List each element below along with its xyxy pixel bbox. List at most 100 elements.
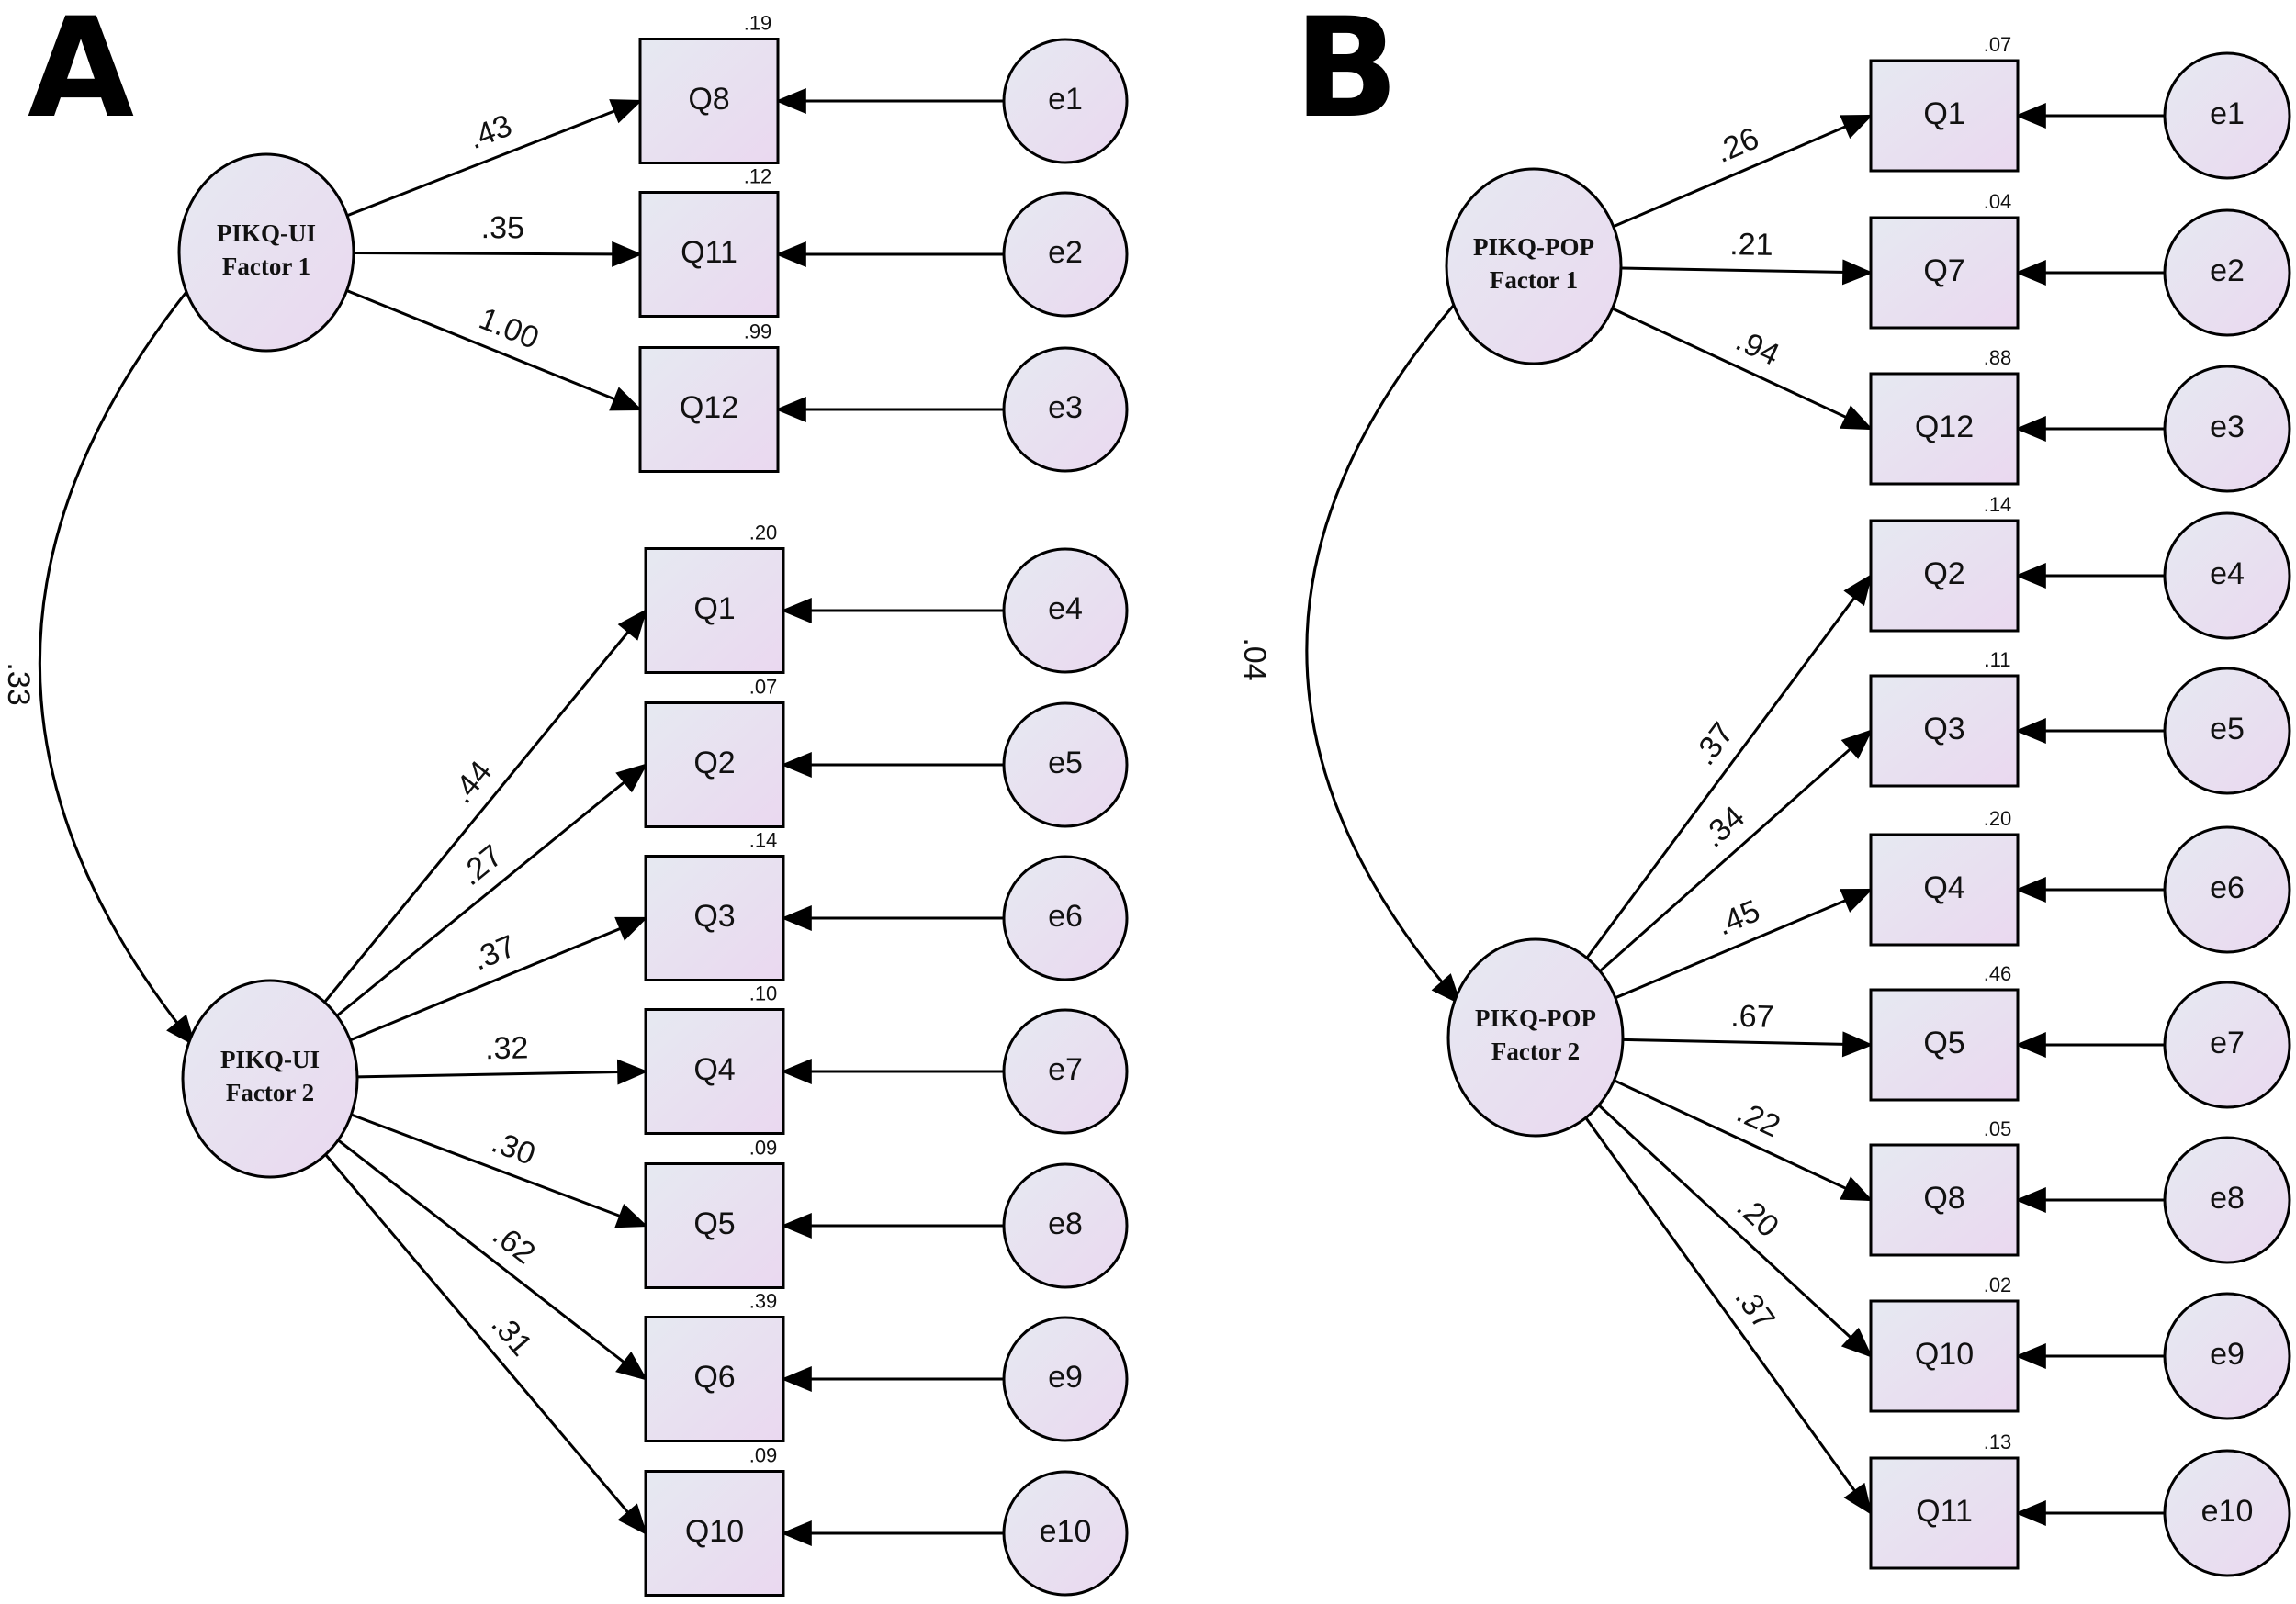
error-label: e4 [2210,556,2245,591]
loading-path [323,608,647,1004]
covariance-arc [1305,270,1487,1005]
loading-coefficient: .35 [481,210,524,245]
factor-subtitle: Factor 2 [1491,1038,1580,1065]
panel-label-B: B [1294,0,1399,149]
latent-factor-ellipse [177,152,355,353]
error-label: e5 [2210,712,2245,746]
observed-item-box [1869,216,2020,330]
error-term-circle [1002,1162,1129,1289]
loading-coefficient: .43 [464,108,517,157]
error-label: e3 [2210,409,2245,444]
nodes-layer [177,38,2291,1597]
latent-factor-ellipse [1446,937,1625,1138]
factor-name: PIKQ-UI [217,219,316,247]
r-squared-value: .09 [749,1136,778,1159]
r-squared-value: .88 [1984,346,2012,369]
edges-layer [38,88,2165,1546]
r-squared-value: .19 [744,11,772,34]
loading-path [350,1113,648,1228]
loading-path [346,99,643,218]
observed-item-box [1869,372,2020,486]
r-squared-value: .46 [1984,962,2012,985]
factor-subtitle: Factor 1 [222,252,310,280]
observed-item-box [1869,833,2020,947]
error-label: e1 [1048,82,1083,117]
panel-label-A: A [28,0,134,149]
observed-item-box [638,191,780,318]
error-label: e7 [1048,1052,1083,1087]
loading-coefficient: .34 [1696,800,1752,855]
loading-path [324,1153,647,1536]
covariance-arc [38,256,219,1047]
error-label: e2 [1048,235,1083,270]
r-squared-value: .07 [1984,33,2012,56]
error-term-circle [2163,365,2291,493]
item-label: Q5 [693,1206,735,1241]
error-label: e3 [1048,390,1083,425]
error-term-circle [1002,855,1129,981]
loading-path [1613,1079,1874,1202]
item-label: Q12 [680,390,738,425]
observed-item-box [1869,1456,2020,1570]
error-term-circle [2163,511,2291,640]
observed-item-box [1869,59,2020,173]
loading-coefficient: .37 [467,928,521,977]
item-label: Q2 [693,746,735,780]
error-term-circle [1002,547,1129,674]
error-label: e10 [2201,1494,2254,1529]
r-squared-value: .39 [749,1289,778,1312]
factor-subtitle: Factor 1 [1490,266,1578,294]
loading-path [346,289,643,411]
error-label: e6 [2210,870,2245,905]
observed-item-box [644,1162,785,1289]
r-squared-value: .10 [749,981,778,1004]
item-label: Q4 [1923,870,1964,905]
error-term-circle [1002,1316,1129,1442]
r-squared-value: .99 [744,320,772,342]
item-label: Q8 [688,82,729,117]
loading-path [1584,1116,1873,1516]
r-squared-value: .12 [744,164,772,187]
observed-item-box [1869,674,2020,788]
loading-path [356,1059,648,1085]
error-label: e5 [1048,746,1083,780]
loading-path [1585,573,1873,959]
error-term-circle [2163,1449,2291,1577]
item-label: Q2 [1923,556,1964,591]
loading-coefficient: .31 [484,1307,539,1363]
loading-coefficient: .32 [485,1030,529,1066]
loading-coefficient: .21 [1729,227,1773,263]
r-squared-value: .20 [1984,807,2012,830]
observed-item-box [638,38,780,164]
observed-item-box [644,701,785,828]
error-term-circle [2163,981,2291,1109]
loading-path [1613,114,1874,229]
item-label: Q10 [1915,1337,1974,1372]
observed-item-box [644,1470,785,1597]
r-squared-value: .04 [1984,190,2012,213]
error-label: e10 [1040,1514,1092,1549]
r-squared-value: .02 [1984,1273,2012,1296]
item-label: Q12 [1915,409,1974,444]
loading-path [1611,307,1874,431]
observed-item-box [644,1316,785,1442]
loading-path [1620,259,1874,286]
error-label: e4 [1048,591,1083,626]
loading-coefficient: .67 [1730,999,1774,1035]
item-label: Q10 [685,1514,744,1549]
error-term-circle [2163,208,2291,337]
factor-subtitle: Factor 2 [226,1079,314,1106]
error-label: e6 [1048,899,1083,934]
observed-item-box [1869,519,2020,633]
error-term-circle [1002,38,1129,164]
item-label: Q6 [693,1360,735,1395]
item-label: Q3 [1923,712,1964,746]
loading-coefficient: .44 [445,755,499,811]
correlation-label: .33 [1,662,36,705]
error-term-circle [1002,701,1129,828]
r-squared-value: .09 [749,1443,778,1466]
observed-item-box [644,547,785,674]
error-term-circle [2163,1292,2291,1420]
loading-coefficient: .20 [1730,1189,1786,1244]
